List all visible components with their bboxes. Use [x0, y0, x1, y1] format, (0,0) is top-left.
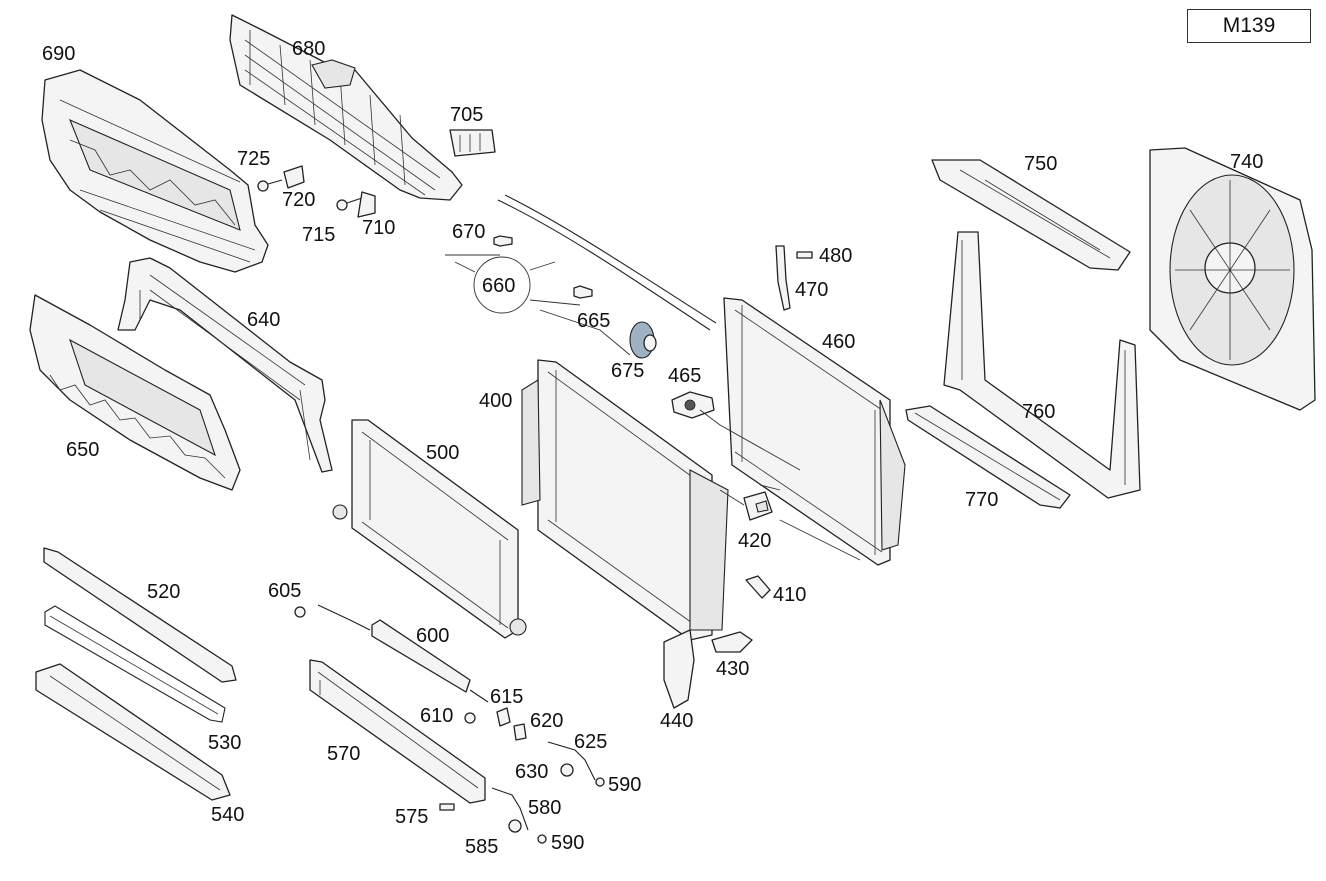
- part-440-bracket[interactable]: [663, 629, 695, 709]
- part-460-condenser[interactable]: [723, 297, 906, 566]
- label-570: 570: [327, 743, 360, 765]
- label-605: 605: [268, 580, 301, 602]
- part-750-upper-cover[interactable]: [931, 159, 1131, 271]
- part-670-screw[interactable]: [493, 235, 513, 247]
- part-465-valve[interactable]: [671, 391, 715, 419]
- part-640-support-frame[interactable]: [117, 257, 333, 473]
- label-480: 480: [819, 245, 852, 267]
- part-615-clip[interactable]: [496, 707, 511, 727]
- part-400-main-radiator[interactable]: [521, 359, 729, 641]
- leader-lines: [699, 409, 861, 561]
- label-625: 625: [574, 731, 607, 753]
- part-410-sensor[interactable]: [745, 575, 771, 599]
- part-720-bracket[interactable]: [283, 165, 305, 189]
- part-725-screw[interactable]: [257, 179, 283, 192]
- part-660-kit[interactable]: [445, 254, 631, 356]
- part-430-cap[interactable]: [711, 631, 753, 653]
- label-675: 675: [611, 360, 644, 382]
- label-610: 610: [420, 705, 453, 727]
- part-470-bracket[interactable]: [775, 245, 791, 311]
- label-680: 680: [292, 38, 325, 60]
- part-770-deflector[interactable]: [905, 405, 1071, 509]
- label-430: 430: [716, 658, 749, 680]
- part-630-seal[interactable]: [560, 763, 574, 777]
- label-650: 650: [66, 439, 99, 461]
- label-740: 740: [1230, 151, 1263, 173]
- part-710-bracket[interactable]: [357, 191, 376, 218]
- label-580: 580: [528, 797, 561, 819]
- seal-strip[interactable]: [497, 194, 717, 331]
- part-480-screw[interactable]: [796, 251, 813, 259]
- part-610-screw[interactable]: [464, 712, 476, 724]
- part-690-air-guide[interactable]: [41, 69, 269, 273]
- part-665-screw[interactable]: [573, 285, 593, 299]
- label-465: 465: [668, 365, 701, 387]
- label-660: 660: [482, 275, 515, 297]
- part-680-upper-frame[interactable]: [229, 14, 463, 201]
- part-420-module[interactable]: [743, 491, 773, 521]
- part-760-shroud-frame[interactable]: [943, 231, 1141, 499]
- label-520: 520: [147, 581, 180, 603]
- label-420: 420: [738, 530, 771, 552]
- part-575-screw[interactable]: [439, 803, 455, 811]
- label-705: 705: [450, 104, 483, 126]
- label-400: 400: [479, 390, 512, 412]
- diagram-code: M139: [1222, 14, 1276, 37]
- label-715: 715: [302, 224, 335, 246]
- diagram-code-box: M139: [1187, 9, 1311, 43]
- label-665: 665: [577, 310, 610, 332]
- label-440: 440: [660, 710, 693, 732]
- label-530: 530: [208, 732, 241, 754]
- part-600-receiver-drier[interactable]: [317, 604, 489, 703]
- label-710: 710: [362, 217, 395, 239]
- label-670: 670: [452, 221, 485, 243]
- part-585-seal[interactable]: [508, 819, 522, 833]
- part-740-fan-shroud[interactable]: [1149, 147, 1316, 411]
- label-590-lower: 590: [551, 832, 584, 854]
- part-530-seal[interactable]: [44, 605, 226, 723]
- label-630: 630: [515, 761, 548, 783]
- label-615: 615: [490, 686, 523, 708]
- part-590-nut-upper[interactable]: [595, 777, 605, 787]
- label-640: 640: [247, 309, 280, 331]
- label-500: 500: [426, 442, 459, 464]
- label-590-upper: 590: [608, 774, 641, 796]
- label-720: 720: [282, 189, 315, 211]
- part-605-screw[interactable]: [294, 606, 306, 618]
- part-500-radiator[interactable]: [332, 419, 527, 639]
- part-675-grommet[interactable]: [629, 321, 657, 359]
- label-620: 620: [530, 710, 563, 732]
- label-410: 410: [773, 584, 806, 606]
- label-470: 470: [795, 279, 828, 301]
- part-625-pipe[interactable]: [547, 741, 596, 781]
- label-760: 760: [1022, 401, 1055, 423]
- part-520-strip[interactable]: [43, 547, 237, 683]
- label-460: 460: [822, 331, 855, 353]
- label-575: 575: [395, 806, 428, 828]
- part-715-screw[interactable]: [336, 197, 363, 211]
- part-570-cooler[interactable]: [309, 659, 486, 804]
- label-725: 725: [237, 148, 270, 170]
- part-620-bolt[interactable]: [513, 723, 527, 741]
- label-770: 770: [965, 489, 998, 511]
- label-600: 600: [416, 625, 449, 647]
- part-590-nut-lower[interactable]: [537, 834, 547, 844]
- part-540-lower-strip[interactable]: [35, 663, 231, 801]
- part-650-lower-air-guide[interactable]: [29, 294, 241, 491]
- label-750: 750: [1024, 153, 1057, 175]
- part-580-pipe[interactable]: [491, 787, 529, 831]
- label-540: 540: [211, 804, 244, 826]
- label-585: 585: [465, 836, 498, 858]
- label-690: 690: [42, 43, 75, 65]
- part-705-clip[interactable]: [449, 129, 496, 157]
